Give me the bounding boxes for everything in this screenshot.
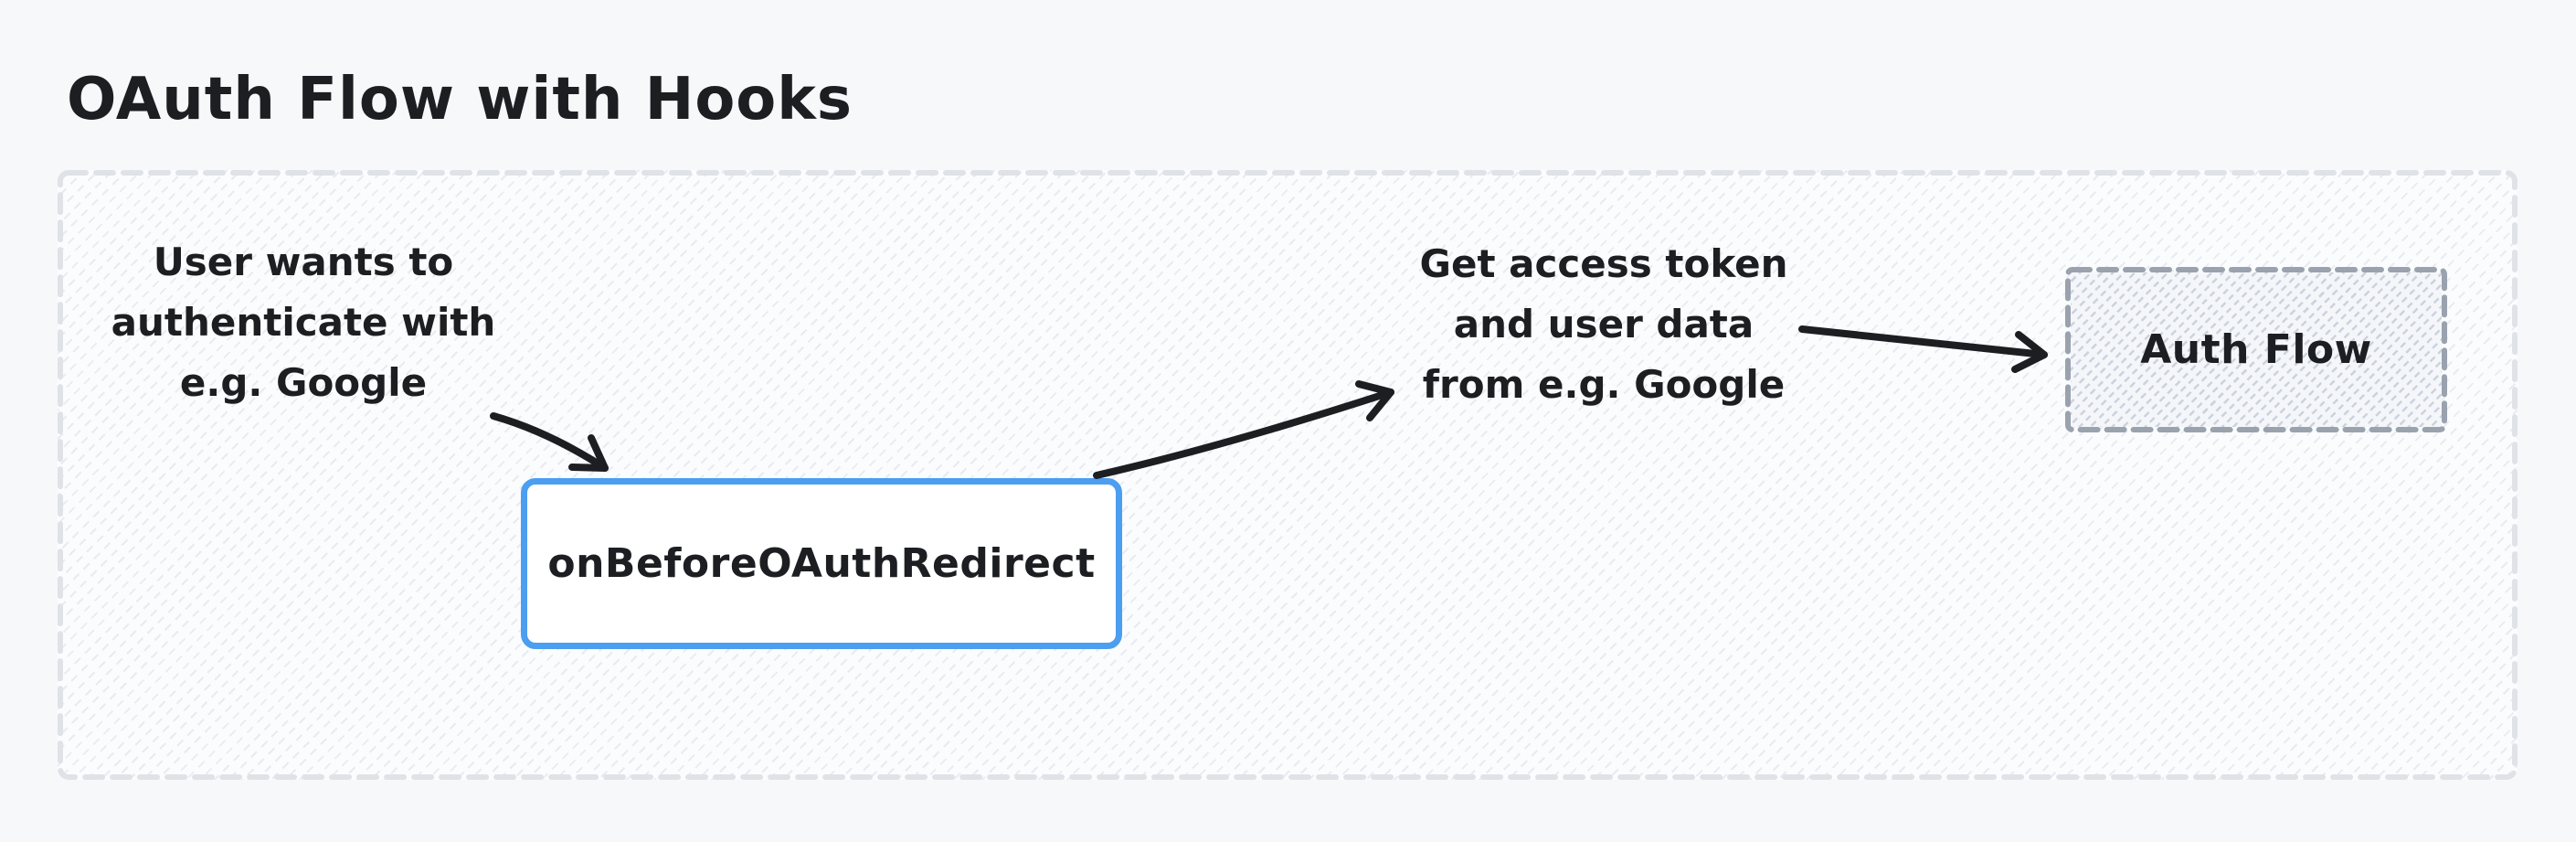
page-title: OAuth Flow with Hooks — [67, 66, 853, 133]
annotation-line: and user data — [1453, 302, 1754, 346]
annotation-user-intent: User wants to authenticate with e.g. Goo… — [66, 232, 541, 413]
annotation-line: from e.g. Google — [1422, 362, 1786, 407]
annotation-line: User wants to — [153, 240, 454, 284]
annotation-token-exchange: Get access token and user data from e.g.… — [1366, 234, 1841, 415]
annotation-line: authenticate with — [111, 300, 496, 345]
auth-flow-node-label: Auth Flow — [2140, 326, 2372, 373]
hook-node-label: onBeforeOAuthRedirect — [547, 540, 1096, 587]
auth-flow-node-label-wrap: Auth Flow — [2065, 267, 2447, 432]
annotation-line: Get access token — [1419, 241, 1788, 286]
annotation-line: e.g. Google — [179, 360, 428, 405]
hook-node-on-before-oauth-redirect: onBeforeOAuthRedirect — [521, 478, 1122, 649]
